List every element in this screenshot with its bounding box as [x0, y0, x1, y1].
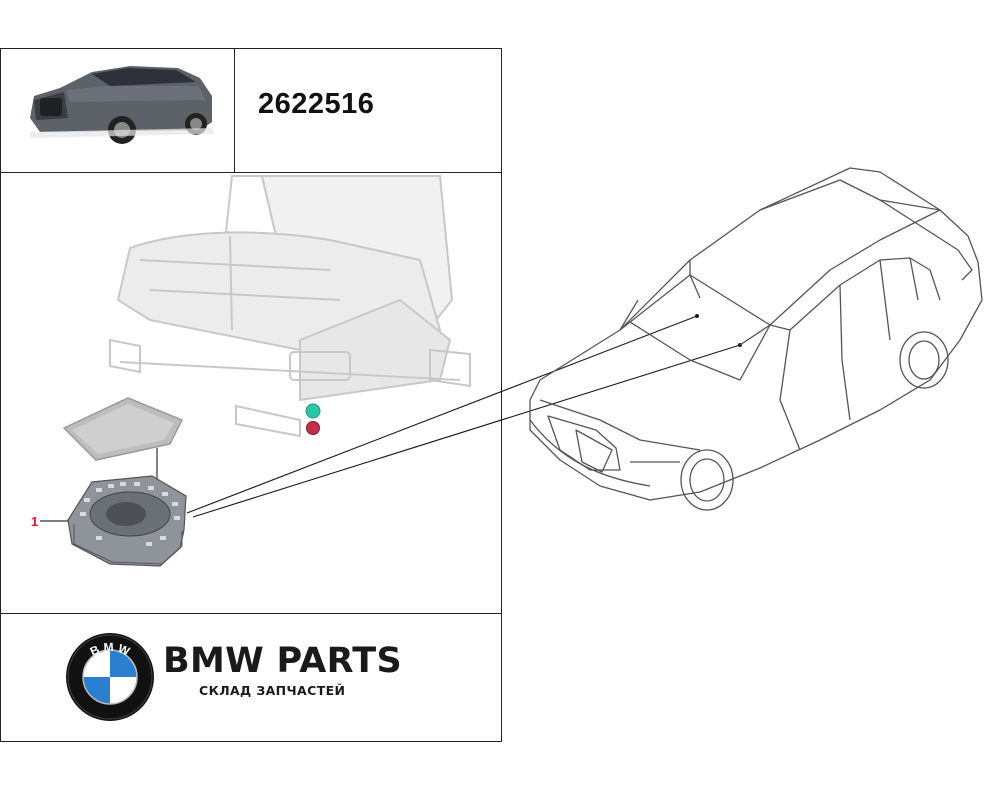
- seat-ghost-icon: [109, 175, 471, 438]
- car-outline-icon: [529, 167, 983, 511]
- location-dot-1: [695, 314, 699, 318]
- brand-subtitle: СКЛАД ЗАПЧАСТЕЙ: [199, 683, 346, 698]
- green-marker-icon: [305, 403, 321, 419]
- bmw-roundel-logo-icon: [66, 633, 154, 721]
- speaker-grille-icon: [62, 397, 184, 461]
- brand-panel: [0, 613, 502, 742]
- location-leader-lines: [186, 315, 741, 518]
- brand-title: BMW PARTS: [163, 641, 402, 681]
- red-marker-icon: [306, 421, 320, 435]
- part-number-label: 2622516: [258, 88, 375, 120]
- car-suv-photo-icon: [30, 66, 214, 144]
- callout-item-label: 1: [31, 514, 39, 529]
- speaker-part-icon: [67, 475, 187, 567]
- logo-letters: B M W: [88, 640, 133, 659]
